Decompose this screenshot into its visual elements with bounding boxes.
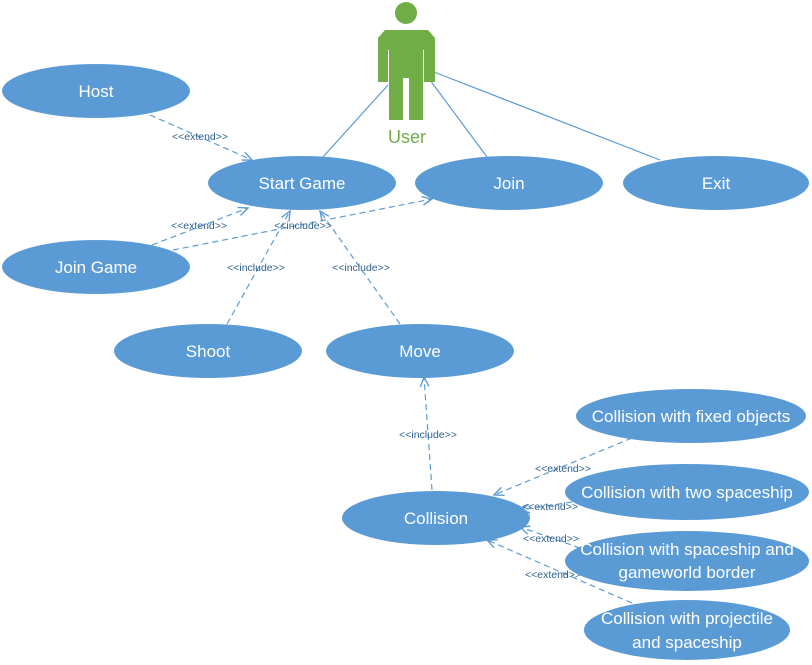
- label-extend-border: <<extend>>: [523, 533, 579, 545]
- label-extend-projectile: <<extend>>: [525, 569, 581, 581]
- use-case-shoot-label: Shoot: [186, 342, 231, 361]
- dep-shoot-start-game: [226, 211, 290, 325]
- dep-projectile-collision: [487, 540, 633, 604]
- dep-collision-move: [424, 377, 433, 491]
- use-case-collision-projectile-spaceship-label-line2: and spaceship: [632, 633, 742, 652]
- use-case-exit[interactable]: Exit: [623, 156, 809, 210]
- label-extend-join-game: <<extend>>: [171, 220, 227, 232]
- use-case-collision-spaceship-border[interactable]: Collision with spaceship and gameworld b…: [565, 531, 809, 591]
- use-case-start-game[interactable]: Start Game: [208, 156, 396, 210]
- use-case-start-game-label: Start Game: [259, 174, 346, 193]
- use-case-join-game[interactable]: Join Game: [2, 240, 190, 294]
- use-case-join[interactable]: Join: [415, 156, 603, 210]
- use-case-move-label: Move: [399, 342, 441, 361]
- use-case-host-label: Host: [79, 82, 114, 101]
- use-case-collision-two-spaceship-label: Collision with two spaceship: [581, 483, 793, 502]
- use-case-collision-fixed-objects[interactable]: Collision with fixed objects: [576, 389, 806, 443]
- label-include-move: <<include>>: [332, 262, 390, 274]
- dep-two-ships-collision: [520, 501, 573, 510]
- use-case-collision-projectile-spaceship-label-line1: Collision with projectile: [601, 609, 773, 628]
- assoc-user-start-game: [322, 84, 389, 158]
- label-include-collision: <<include>>: [399, 429, 457, 441]
- use-case-host[interactable]: Host: [2, 64, 190, 118]
- dep-move-start-game: [320, 211, 401, 325]
- use-case-collision-two-spaceship[interactable]: Collision with two spaceship: [565, 464, 809, 520]
- use-case-collision[interactable]: Collision: [342, 491, 530, 545]
- assoc-user-exit: [433, 71, 661, 161]
- label-include-shoot: <<include>>: [227, 262, 285, 274]
- dep-fixed-collision: [494, 437, 633, 495]
- label-extend-fixed: <<extend>>: [535, 463, 591, 475]
- use-case-move[interactable]: Move: [326, 324, 514, 378]
- actor-label: User: [388, 127, 426, 147]
- actor-head-icon: [395, 2, 417, 24]
- assoc-user-join: [429, 79, 488, 158]
- use-case-collision-spaceship-border-label-line1: Collision with spaceship and: [580, 540, 794, 559]
- label-extend-two-ships: <<extend>>: [522, 501, 578, 513]
- use-case-collision-label: Collision: [404, 509, 468, 528]
- dep-host-start-game: [149, 114, 252, 160]
- actor-body-icon: [378, 30, 435, 120]
- user-actor[interactable]: User: [378, 2, 435, 147]
- label-include-join: <<include>>: [274, 220, 332, 232]
- use-case-collision-spaceship-border-label-line2: gameworld border: [618, 563, 755, 582]
- dep-join-game-join: [172, 199, 432, 251]
- use-case-join-label: Join: [493, 174, 524, 193]
- dep-join-game-start-game: [151, 208, 248, 246]
- dep-border-collision: [520, 527, 581, 549]
- use-case-collision-projectile-spaceship[interactable]: Collision with projectile and spaceship: [584, 600, 790, 660]
- label-extend-host: <<extend>>: [172, 131, 228, 143]
- use-case-join-game-label: Join Game: [55, 258, 137, 277]
- use-case-exit-label: Exit: [702, 174, 731, 193]
- use-case-collision-fixed-objects-label: Collision with fixed objects: [592, 407, 790, 426]
- use-case-shoot[interactable]: Shoot: [114, 324, 302, 378]
